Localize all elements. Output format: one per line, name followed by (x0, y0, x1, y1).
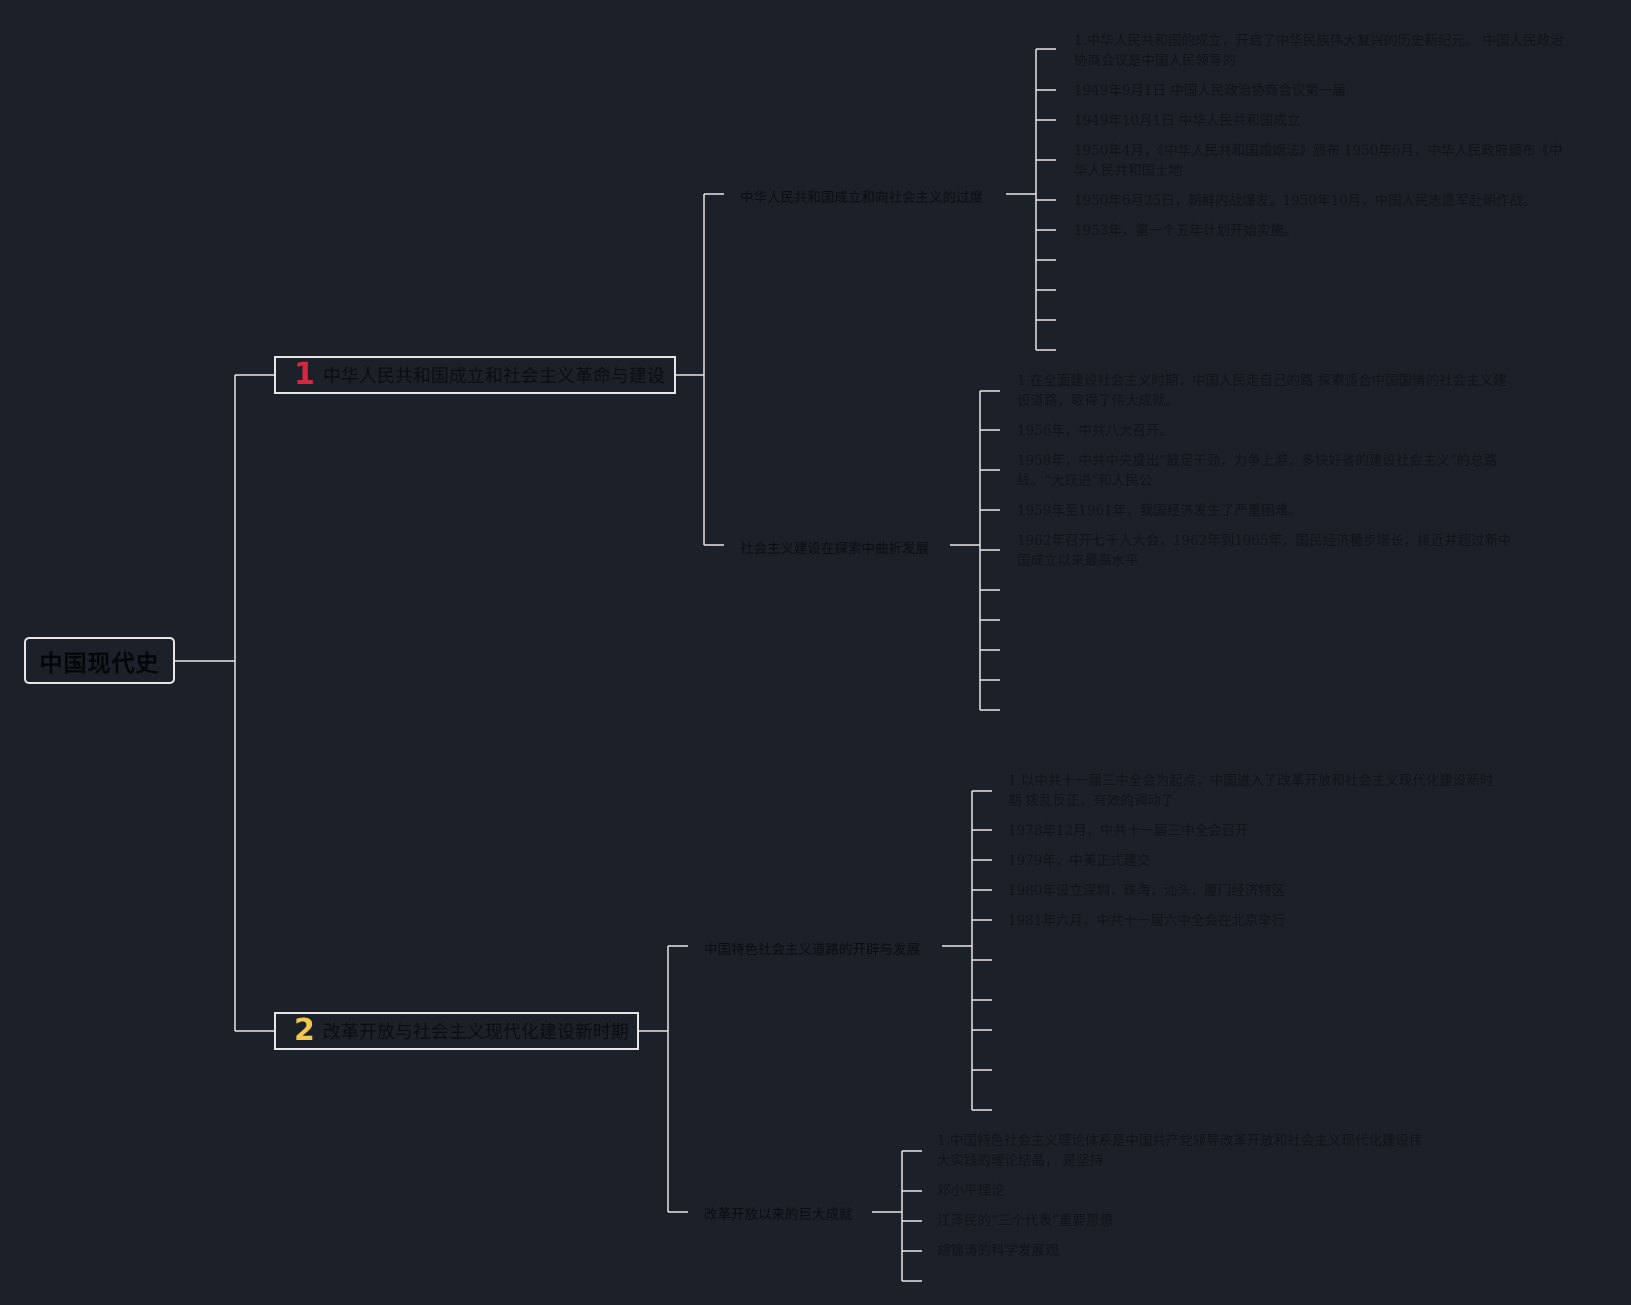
leaf-item: 1.以中共十一届三中全会为起点，中国进入了改革开放和社会主义现代化建设新时期 拨… (1008, 773, 1494, 809)
leaf-item: 1981年六月，中共十一届六中全会在北京举行 (1008, 913, 1286, 929)
root-label: 中国现代史 (39, 650, 160, 677)
leaf-item: 1962年召开七千人大会，1962年到1965年，国民经济稳步增长，接近并超过新… (1017, 533, 1512, 569)
leaf-item: 1949年10月1日 中华人民共和国成立 (1074, 113, 1301, 129)
sub-topic-2-1[interactable]: 中国特色社会主义道路的开辟与发展 (704, 942, 920, 958)
branch-label-2: 改革开放与社会主义现代化建设新时期 (322, 1022, 629, 1043)
leaf-item: 1980年设立深圳，珠海，汕头，厦门经济特区 (1008, 883, 1286, 899)
leaf-item: 胡锦涛的科学发展观 (937, 1243, 1059, 1259)
sub-topic-1-2[interactable]: 社会主义建设在探索中曲折发展 (740, 541, 929, 557)
leaf-item: 邓小平理论 (937, 1183, 1005, 1199)
sub-topic-2-2[interactable]: 改革开放以来的巨大成就 (704, 1207, 853, 1223)
branch-label-1: 中华人民共和国成立和社会主义革命与建设 (322, 366, 665, 387)
leaf-item: 1953年，第一个五年计划开始实施。 (1074, 223, 1298, 239)
sub-topic-1-1[interactable]: 中华人民共和国成立和向社会主义的过度 (740, 190, 983, 206)
leaf-item: 江泽民的“三个代表”重要思想 (937, 1213, 1113, 1229)
leaf-item: 1.中国特色社会主义理论体系是中国共产党领导改革开放和社会主义现代化建设伟大实践… (937, 1133, 1423, 1169)
leaf-item: 1959年至1961年，我国经济发生了严重困难。 (1017, 503, 1302, 519)
leaf-item: 1958年，中共中央提出“鼓足干劲，力争上游，多快好省的建设社会主义”的总路线。… (1017, 453, 1498, 489)
leaf-item: 1.在全面建设社会主义时期，中国人民走自己的路 探索适合中国国情的社会主义建设道… (1017, 373, 1507, 409)
branch-number-2: 2 (294, 1013, 315, 1048)
leaf-item: 1950年6月25日，朝鲜内战爆发。1950年10月，中国人民志愿军赴朝作战。 (1074, 193, 1537, 209)
branch-node-1[interactable]: 1 中华人民共和国成立和社会主义革命与建设 (274, 356, 676, 394)
leaf-item: 1950年4月，《中华人民共和国婚姻法》颁布 1950年6月，中华人民政府颁布《… (1074, 143, 1563, 179)
leaf-item: 1956年，中共八大召开。 (1017, 423, 1173, 439)
root-node[interactable]: 中国现代史 (24, 637, 175, 684)
leaf-item: 1.中华人民共和国的成立，开启了中华民族伟大复兴的历史新纪元。 中国人民政治协商… (1074, 33, 1564, 69)
leaf-item: 1979年，中美正式建交 (1008, 853, 1151, 869)
branch-number-1: 1 (294, 357, 315, 392)
leaf-item: 1978年12月，中共十一届三中全会召开 (1008, 823, 1249, 839)
branch-node-2[interactable]: 2 改革开放与社会主义现代化建设新时期 (274, 1012, 639, 1050)
leaf-item: 1949年9月1日 中国人民政治协商会议第一届 (1074, 83, 1346, 99)
